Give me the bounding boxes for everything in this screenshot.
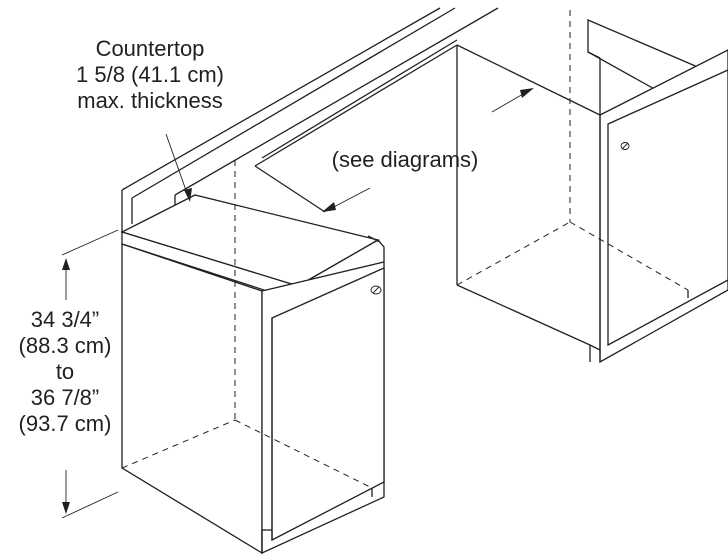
left-cabinet	[121, 243, 385, 555]
height-line-2: (88.3 cm)	[18, 333, 112, 358]
left-cabinet-hidden-edges	[121, 160, 373, 489]
arrow-icon	[322, 202, 336, 212]
opening-outline	[254, 39, 601, 213]
left-countertop	[120, 194, 385, 303]
knob-icon	[620, 142, 630, 150]
height-line-3: to	[55, 359, 75, 384]
countertop-line-2: 1 5/8 (41.1 cm)	[76, 62, 224, 87]
knob-icon	[370, 285, 382, 295]
arrow-icon	[520, 88, 534, 98]
height-range-label: 34 3/4” (88.3 cm) to 36 7/8” (93.7 cm)	[0, 307, 130, 437]
countertop-line-1: Countertop	[95, 36, 205, 61]
opening-reference-label: (see diagrams)	[331, 147, 479, 172]
height-line-5: (93.7 cm)	[18, 411, 112, 436]
height-dimension	[61, 229, 119, 519]
arrow-icon	[62, 258, 70, 270]
countertop-leader	[165, 133, 192, 202]
right-cabinet-hidden-edges	[456, 10, 689, 291]
opening-dimension	[322, 88, 534, 212]
arrow-icon	[184, 188, 192, 202]
arrow-icon	[62, 502, 70, 514]
height-line-1: 34 3/4”	[30, 307, 100, 332]
height-line-4: 36 7/8”	[30, 385, 100, 410]
countertop-thickness-label: Countertop 1 5/8 (41.1 cm) max. thicknes…	[40, 36, 260, 114]
countertop-line-3: max. thickness	[77, 88, 223, 113]
right-cabinet	[456, 19, 728, 364]
